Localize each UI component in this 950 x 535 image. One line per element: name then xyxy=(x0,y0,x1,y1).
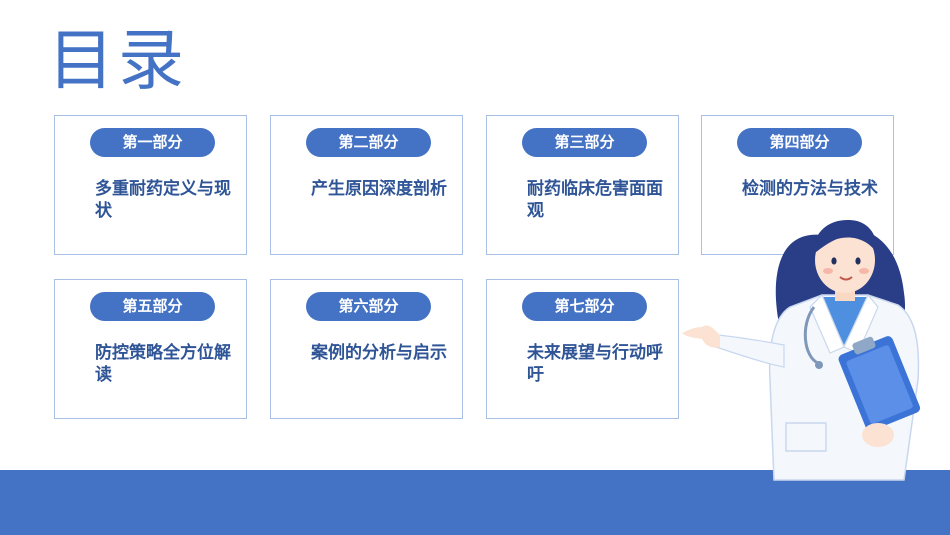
section-badge: 第一部分 xyxy=(90,128,215,157)
section-card-4[interactable]: 第四部分 检测的方法与技术 xyxy=(701,115,894,255)
section-badge: 第三部分 xyxy=(522,128,647,157)
section-badge: 第七部分 xyxy=(522,292,647,321)
section-badge: 第五部分 xyxy=(90,292,215,321)
section-badge: 第六部分 xyxy=(306,292,431,321)
section-badge: 第二部分 xyxy=(306,128,431,157)
section-card-5[interactable]: 第五部分 防控策略全方位解读 xyxy=(54,279,247,419)
section-title: 产生原因深度剖析 xyxy=(311,179,447,199)
section-title: 检测的方法与技术 xyxy=(742,179,878,199)
section-badge: 第四部分 xyxy=(737,128,862,157)
section-card-6[interactable]: 第六部分 案例的分析与启示 xyxy=(270,279,463,419)
footer-bar xyxy=(0,470,950,535)
section-title: 防控策略全方位解读 xyxy=(95,343,231,385)
section-card-3[interactable]: 第三部分 耐药临床危害面面观 xyxy=(486,115,679,255)
section-title: 案例的分析与启示 xyxy=(311,343,447,363)
page-title: 目录 xyxy=(48,22,188,99)
section-card-1[interactable]: 第一部分 多重耐药定义与现状 xyxy=(54,115,247,255)
section-title: 未来展望与行动呼吁 xyxy=(527,343,663,385)
section-title: 耐药临床危害面面观 xyxy=(527,179,663,221)
section-card-7[interactable]: 第七部分 未来展望与行动呼吁 xyxy=(486,279,679,419)
section-card-2[interactable]: 第二部分 产生原因深度剖析 xyxy=(270,115,463,255)
doctor-illustration xyxy=(682,220,921,481)
section-title: 多重耐药定义与现状 xyxy=(95,179,231,221)
